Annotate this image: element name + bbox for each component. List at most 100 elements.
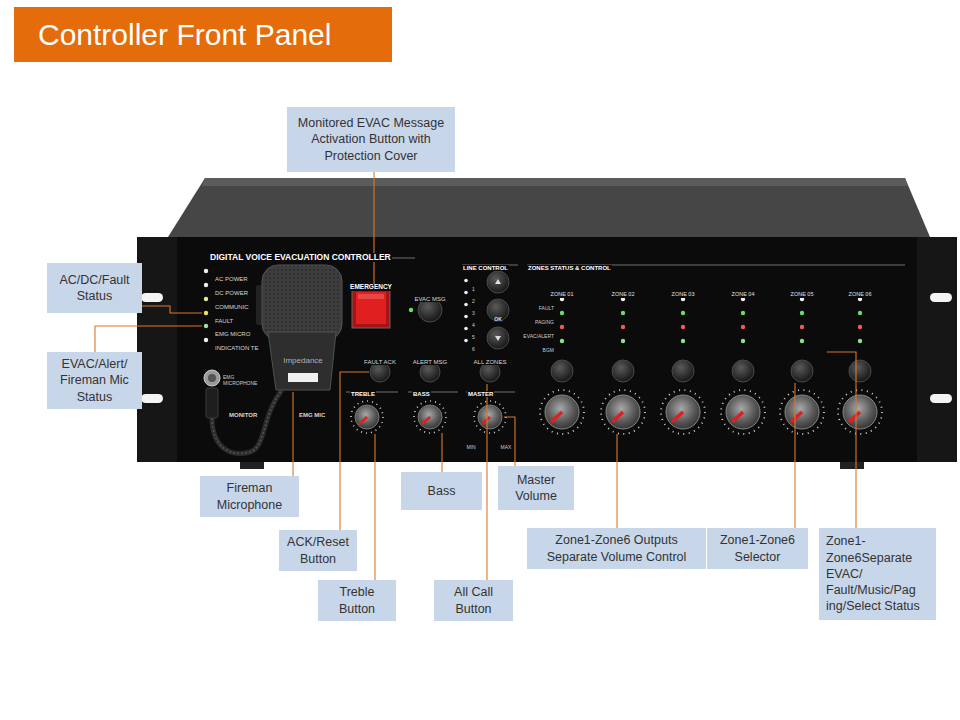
leader-lines (373, 172, 374, 288)
tone-knobs (351, 401, 383, 433)
callout-box: ACK/Reset Button (279, 530, 357, 571)
leader-lines (441, 433, 442, 472)
zone-controls (858, 311, 862, 315)
callout-box: Zone1-Zone6 Selector (707, 528, 808, 569)
zone-controls (858, 339, 862, 343)
callout-box: Monitored EVAC Message Activation Button… (287, 107, 455, 172)
panel-label: FAULT ACK (363, 359, 397, 365)
panel-label-holder: 2 (471, 290, 476, 306)
zone-controls (732, 412, 743, 422)
panel-label: LINE CONTROL (462, 265, 509, 271)
callout-text-group: EVAC/Alert/ Fireman Mic Status (52, 356, 137, 405)
callout-box: Zone1- Zone6Separate EVAC/ Fault/Music/P… (819, 528, 936, 620)
zone-controls (601, 390, 645, 434)
callout-text: Zone1- Zone6Separate EVAC/ Fault/Music/P… (826, 533, 931, 614)
panel-label-holder: MAX (500, 436, 513, 452)
leader-lines (794, 383, 795, 528)
leader-lines (292, 392, 293, 476)
zone-controls (621, 325, 625, 329)
chassis (840, 462, 864, 469)
zone-controls (780, 390, 824, 434)
panel-label: ZONE 02 (611, 292, 636, 298)
callout-text: AC/DC/Fault Status (52, 272, 137, 305)
zone-controls (560, 325, 564, 329)
zone-controls (681, 325, 685, 329)
chassis (137, 237, 957, 462)
callout-box: Master Volume (498, 466, 574, 510)
zone-controls (721, 297, 765, 434)
callout-box: AC/DC/Fault Status (47, 263, 142, 313)
panel-label: Impedance (282, 357, 324, 365)
tone-knobs (474, 401, 506, 433)
callout-box: All Call Button (434, 580, 513, 621)
panel-label-holder: ZONE 02 (611, 283, 636, 299)
zone-controls (849, 412, 860, 422)
zone-controls (741, 325, 745, 329)
callout-text: Treble Button (323, 584, 391, 617)
emergency-button (352, 288, 390, 328)
line-control (464, 303, 468, 307)
tone-knobs (418, 405, 442, 429)
zone-controls (741, 339, 745, 343)
panel-label: 5 (471, 335, 476, 340)
panel-label: PAGING (534, 320, 555, 325)
panel-label: ALERT MSG (412, 359, 448, 365)
panel-label-holder: MASTER (467, 383, 494, 399)
panel-label: ZONE 01 (550, 292, 575, 298)
panel-label-holder: EMG MICROPHONE (222, 372, 252, 388)
panel-label-holder: EMERGENCY (349, 276, 393, 292)
panel-label-holder: FAULT (538, 297, 555, 313)
panel-label: FAULT (538, 306, 555, 311)
zone-controls (741, 311, 745, 315)
line-control (464, 291, 468, 295)
zone-controls (838, 390, 882, 434)
panel-label-holder: EMG MIC (298, 404, 326, 420)
leader-lines (95, 326, 202, 352)
fireman-microphone (288, 373, 318, 382)
callout-box: EVAC/Alert/ Fireman Mic Status (47, 352, 142, 409)
push-buttons (480, 362, 500, 382)
fireman-microphone (204, 370, 220, 386)
line-control (487, 327, 509, 349)
panel-label-holder: 5 (471, 326, 476, 342)
callout-text: Master Volume (503, 472, 569, 505)
panel-label-holder: EVAC MSG (413, 288, 446, 304)
panel-label-holder: 3 (471, 302, 476, 318)
zone-controls (838, 297, 882, 434)
tone-knobs (359, 417, 367, 424)
panel-label: DIGITAL VOICE EVACUATION CONTROLLER (209, 253, 392, 262)
tone-knobs (482, 417, 490, 424)
push-buttons (370, 362, 390, 382)
zone-controls (661, 297, 705, 434)
line-control (495, 279, 501, 284)
zone-controls (785, 395, 819, 429)
panel-label-holder: ALL ZONES (473, 351, 508, 367)
line-control (495, 336, 501, 341)
zone-controls (849, 360, 871, 382)
line-control (464, 271, 509, 349)
callout-text-group: Zone1-Zone6 Selector (712, 532, 803, 565)
zone-controls (681, 311, 685, 315)
callout-text-group: Master Volume (503, 472, 569, 505)
zone-controls (726, 395, 760, 429)
panel-label: 6 (471, 347, 476, 352)
panel-label-holder: DC POWER (214, 282, 249, 298)
chassis (168, 178, 930, 237)
emergency-button (352, 288, 390, 328)
panel-label-holder: PAGING (534, 311, 555, 327)
zone-controls (560, 339, 564, 343)
leader-lines (504, 417, 515, 466)
status-leds (204, 338, 208, 342)
callout-box: Bass (401, 472, 482, 510)
panel-label: MIN (465, 445, 476, 450)
callout-text: EVAC/Alert/ Fireman Mic Status (52, 356, 137, 405)
chassis (917, 237, 957, 462)
zone-controls (681, 339, 685, 343)
fireman-microphone (206, 388, 218, 418)
callout-text: Zone1-Zone6 Outputs Separate Volume Cont… (532, 532, 701, 565)
zone-controls (780, 390, 824, 434)
zone-controls (661, 390, 705, 434)
push-buttons (409, 308, 413, 312)
chassis (930, 394, 952, 403)
